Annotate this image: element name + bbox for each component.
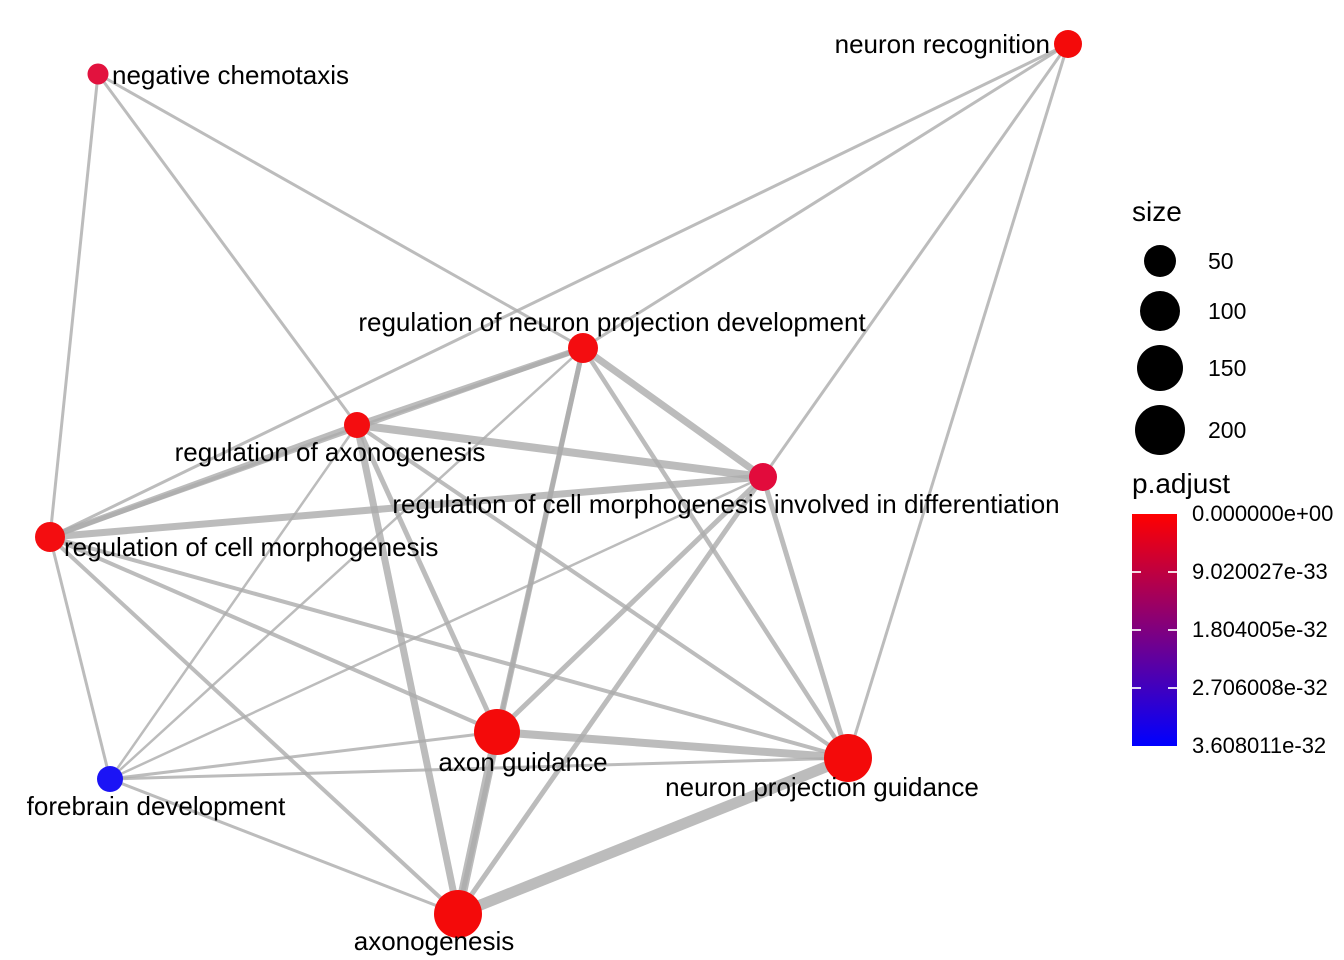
node-FD: [97, 766, 123, 792]
edge-RCM-AX: [48, 535, 460, 916]
edge-NC-RCM: [48, 73, 100, 538]
node-RA: [344, 412, 370, 438]
edge-NR-RCM: [49, 42, 1069, 539]
edge-RNPD-RCMD: [580, 345, 766, 480]
edge-RCMD-AG: [495, 475, 765, 734]
size-legend-circle-100: [1140, 291, 1180, 331]
colorbar-tick-label: 9.020027e-33: [1192, 559, 1328, 584]
edge-RNPD-NPG: [581, 346, 850, 760]
node-label-AX: axonogenesis: [354, 926, 514, 956]
edges-layer: [48, 42, 1070, 920]
edge-NR-RCMD: [761, 43, 1070, 478]
colorbar-tick: [1168, 571, 1177, 573]
padjust-legend: p.adjust 0.000000e+00 9.020027e-33 1.80400…: [1128, 468, 1344, 758]
edge-NC-RA: [96, 73, 359, 426]
node-label-RCMD: regulation of cell morphogenesis involve…: [392, 489, 1059, 519]
edge-RCMD-RCM: [49, 473, 764, 541]
size-legend-entry-100: 100: [1128, 288, 1338, 334]
colorbar-tick: [1132, 571, 1141, 573]
edge-RA-FD: [108, 424, 359, 780]
labels-layer: negative chemotaxis neuron recognition reg…: [27, 29, 1060, 956]
size-legend-entry-150: 150: [1128, 342, 1338, 394]
edge-NC-RNPD: [97, 72, 584, 350]
edge-RA-AG: [354, 423, 500, 734]
edge-RCM-AG: [49, 535, 498, 734]
colorbar-tick: [1132, 687, 1141, 689]
size-legend-label: 200: [1208, 416, 1247, 443]
node-label-FD: forebrain development: [27, 791, 286, 821]
node-RCM: [35, 522, 65, 552]
size-legend-entry-200: 200: [1128, 402, 1338, 458]
edge-FD-AG: [109, 730, 498, 781]
node-NR: [1054, 30, 1082, 58]
colorbar-tick: [1132, 629, 1141, 631]
node-label-NC: negative chemotaxis: [112, 60, 349, 90]
padjust-legend-title: p.adjust: [1132, 468, 1231, 499]
colorbar-tick: [1168, 687, 1177, 689]
colorbar-gradient: [1132, 514, 1177, 746]
node-RCMD: [749, 463, 777, 491]
size-legend-entry-50: 50: [1128, 242, 1338, 280]
size-legend-entries: 50 100 150 200: [1128, 242, 1338, 458]
colorbar-tick-label: 1.804005e-32: [1192, 617, 1328, 642]
edge-RA-RCMD: [356, 421, 764, 481]
node-label-NR: neuron recognition: [835, 29, 1050, 59]
size-legend-circle-150: [1137, 345, 1183, 391]
edge-RNPD-FD: [109, 347, 584, 780]
edge-NPG-AX: [455, 752, 851, 920]
edge-FD-NPG: [109, 756, 849, 781]
node-AG: [474, 709, 520, 755]
size-legend-label: 50: [1208, 247, 1234, 274]
colorbar-wrap: 0.000000e+00 9.020027e-33 1.804005e-32 2.70…: [1132, 501, 1344, 758]
node-label-AG: axon guidance: [438, 747, 607, 777]
colorbar-tick-label: 2.706008e-32: [1192, 675, 1328, 700]
node-label-RNPD: regulation of neuron projection developm…: [358, 307, 866, 337]
size-legend: size 50 100 150 200: [1128, 196, 1338, 466]
edge-RCMD-FD: [109, 475, 764, 781]
size-legend-title: size: [1132, 196, 1182, 227]
nodes-layer: [35, 30, 1082, 938]
edge-NR-RNPD: [582, 42, 1069, 350]
node-label-NPG: neuron projection guidance: [665, 772, 979, 802]
edge-FD-AX: [109, 777, 459, 916]
colorbar-tick-label: 0.000000e+00: [1192, 501, 1334, 526]
size-legend-circle-50: [1144, 245, 1176, 277]
edge-AG-NPG: [496, 728, 849, 762]
edge-NR-NPG: [846, 43, 1070, 759]
colorbar-tick: [1168, 629, 1177, 631]
edge-RA-RCM: [48, 422, 359, 540]
edge-AG-AX: [453, 731, 502, 915]
colorbar-tick-label: 3.608011e-32: [1192, 733, 1327, 758]
node-RNPD: [568, 333, 598, 363]
node-AX: [434, 890, 482, 938]
edge-RCM-NPG: [49, 535, 849, 760]
edge-RCMD-AX: [455, 475, 766, 916]
node-NPG: [824, 734, 872, 782]
edge-RCM-FD: [48, 536, 112, 780]
size-legend-circle-200: [1135, 405, 1185, 455]
edge-RA-NPG: [355, 423, 850, 760]
edge-RCMD-NPG: [760, 476, 851, 759]
size-legend-label: 150: [1208, 354, 1247, 381]
node-label-RA: regulation of axonogenesis: [175, 437, 486, 467]
node-label-RCM: regulation of cell morphogenesis: [64, 532, 438, 562]
node-NC: [87, 63, 109, 85]
size-legend-label: 100: [1208, 297, 1247, 324]
